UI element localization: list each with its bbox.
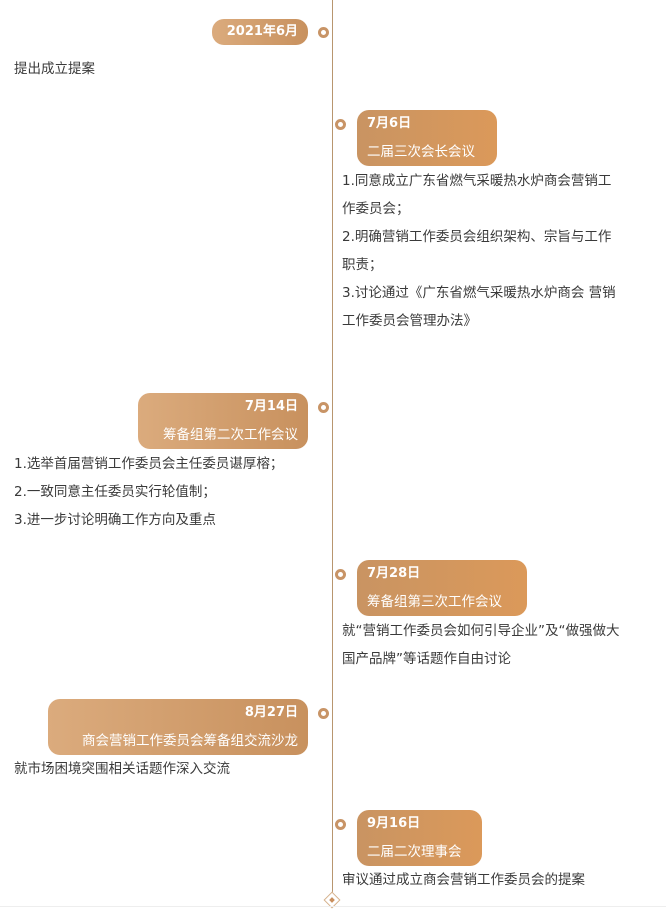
event-card: 9月16日 二届二次理事会: [357, 810, 482, 866]
event-content-line: 2.一致同意主任委员实行轮值制；: [14, 484, 216, 500]
event-content-line: 3.进一步讨论明确工作方向及重点: [14, 512, 216, 528]
event-date: 8月27日: [244, 705, 298, 720]
event-content-line: 就“营销工作委员会如何引导企业”及“做强做大: [342, 623, 620, 639]
event-title: 二届二次理事会: [367, 844, 462, 860]
timeline-dot-icon: [335, 569, 346, 580]
timeline-dot-icon: [318, 402, 329, 413]
event-date-card: 2021年6月: [212, 19, 308, 45]
event-date: 7月14日: [244, 399, 298, 414]
timeline-dot-icon: [318, 27, 329, 38]
event-content-line: 提出成立提案: [14, 61, 95, 77]
event-content: 提出成立提案: [14, 55, 314, 83]
event-content: 1.同意成立广东省燃气采暖热水炉商会营销工 作委员会； 2.明确营销工作委员会组…: [342, 167, 662, 335]
event-content-line: 1.同意成立广东省燃气采暖热水炉商会营销工: [342, 173, 612, 189]
event-content-line: 作委员会；: [342, 201, 410, 217]
event-date: 7月6日: [367, 116, 412, 131]
event-card: 7月14日 筹备组第二次工作会议: [138, 393, 308, 449]
event-content-line: 2.明确营销工作委员会组织架构、宗旨与工作: [342, 229, 612, 245]
event-content-line: 国产品牌”等话题作自由讨论: [342, 651, 511, 667]
timeline-axis: [332, 0, 333, 898]
event-card: 8月27日 商会营销工作委员会筹备组交流沙龙: [48, 699, 308, 755]
event-content-line: 就市场困境突围相关话题作深入交流: [14, 761, 230, 777]
event-title: 二届三次会长会议: [367, 144, 475, 160]
event-content: 就市场困境突围相关话题作深入交流: [14, 755, 314, 783]
divider: [0, 906, 666, 907]
event-content-line: 3.讨论通过《广东省燃气采暖热水炉商会 营销: [342, 285, 616, 301]
timeline-dot-icon: [335, 119, 346, 130]
event-title: 筹备组第二次工作会议: [163, 427, 298, 443]
timeline-dot-icon: [335, 819, 346, 830]
event-content-line: 工作委员会管理办法》: [342, 313, 477, 329]
event-content-line: 职责；: [342, 257, 383, 273]
event-card: 7月6日 二届三次会长会议: [357, 110, 497, 166]
event-card: 7月28日 筹备组第三次工作会议: [357, 560, 527, 616]
event-title: 商会营销工作委员会筹备组交流沙龙: [82, 733, 298, 749]
event-content: 就“营销工作委员会如何引导企业”及“做强做大 国产品牌”等话题作自由讨论: [342, 617, 662, 673]
event-date: 2021年6月: [226, 24, 298, 39]
event-date: 7月28日: [367, 566, 421, 581]
timeline-dot-icon: [318, 708, 329, 719]
event-title: 筹备组第三次工作会议: [367, 594, 502, 610]
event-content-line: 1.选举首届营销工作委员会主任委员谌厚榕；: [14, 456, 284, 472]
event-content: 审议通过成立商会营销工作委员会的提案: [342, 866, 662, 894]
event-date: 9月16日: [367, 816, 421, 831]
event-content-line: 审议通过成立商会营销工作委员会的提案: [342, 872, 585, 888]
event-content: 1.选举首届营销工作委员会主任委员谌厚榕； 2.一致同意主任委员实行轮值制； 3…: [14, 450, 324, 534]
